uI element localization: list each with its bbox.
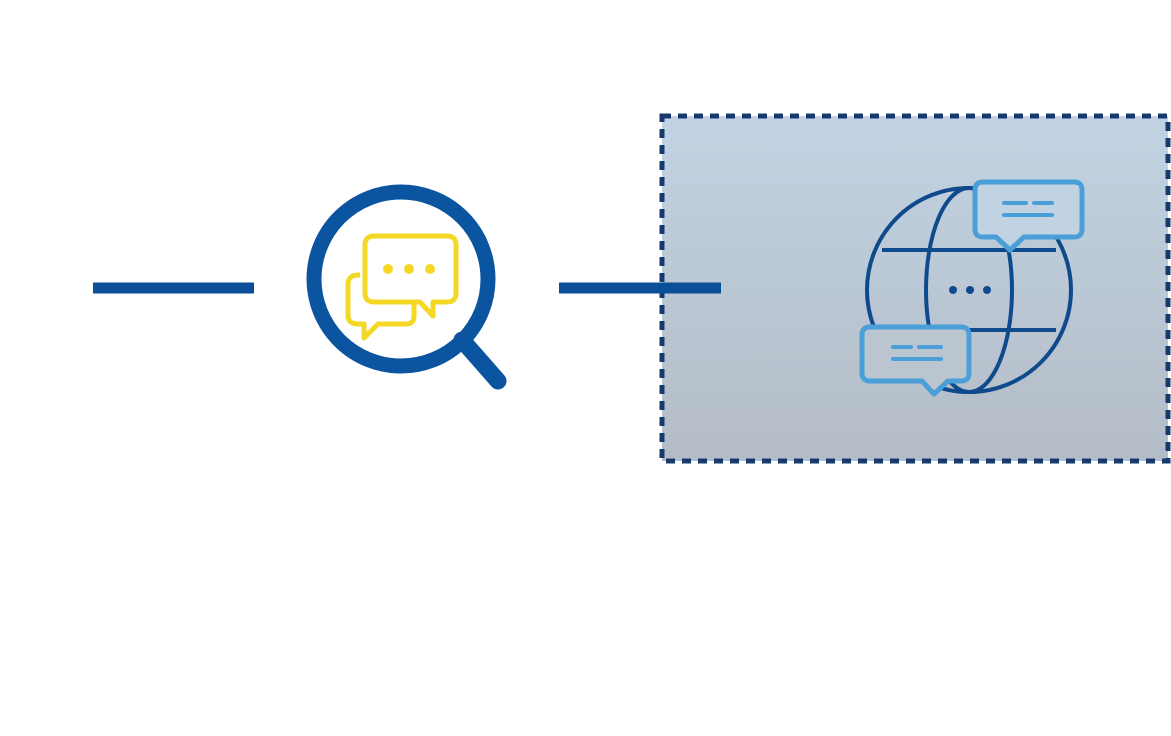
- highlight-box: [659, 113, 1171, 464]
- magnifier-chat-icon: [306, 184, 507, 390]
- globe-chat-icon: [859, 179, 1085, 397]
- ellipsis-icon: [949, 286, 991, 294]
- globe-icon: [865, 186, 1073, 394]
- speech-bubble-icon: [859, 324, 972, 397]
- speech-bubble-icon: [972, 179, 1085, 253]
- magnifier-icon: [306, 184, 507, 390]
- chat-bubbles-icon: [345, 233, 459, 341]
